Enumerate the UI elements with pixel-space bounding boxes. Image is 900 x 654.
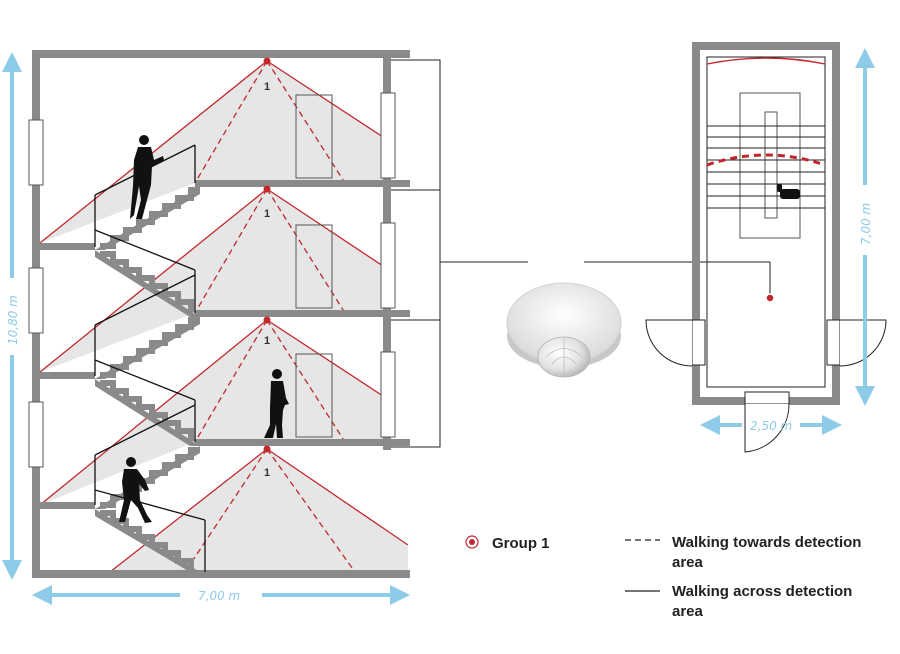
sensor-dot: [263, 185, 271, 193]
sensor-group-label: 1: [264, 81, 270, 93]
person-silhouettes: [119, 135, 289, 523]
section-view: 1 1 1 1 10,80 m 7,00 m: [2, 50, 528, 605]
sensor-group-label: 1: [264, 467, 270, 479]
leader-lines: [391, 59, 528, 448]
plan-sensor-dot: [765, 293, 775, 303]
doors: [295, 94, 333, 438]
left-windows: [28, 119, 44, 468]
width-dimension-label: 7,00 m: [198, 589, 240, 603]
plan-view: 7,00 m 2,50 m: [645, 42, 887, 453]
person-top-view: [777, 184, 800, 199]
sensor-dot: [263, 316, 271, 324]
plan-length-label: 7,00 m: [859, 203, 873, 245]
zone-floor-1: [110, 449, 408, 572]
motion-sensor-device: [506, 261, 771, 378]
zone-floor-4: [40, 61, 383, 243]
legend-solid-text-2: area: [672, 603, 704, 620]
sensor-group-label: 1: [264, 208, 270, 220]
plan-detection-arc-dashed: [706, 153, 826, 167]
right-windows: [380, 92, 396, 438]
legend-dashed-text: Walking towards detection: [672, 534, 861, 551]
legend-solid-text: Walking across detection: [672, 583, 852, 600]
person-climbing-bottom: [119, 457, 152, 523]
plan-width-label: 2,50 m: [750, 419, 792, 433]
height-dimension-label: 10,80 m: [6, 295, 20, 345]
person-climbing-top: [130, 135, 164, 219]
plan-detection-arc-solid: [706, 57, 826, 65]
sensor-dot: [263, 57, 271, 65]
sensor-group-label: 1: [264, 335, 270, 347]
legend: Group 1 Walking towards detection area W…: [465, 534, 861, 620]
legend-group-label: Group 1: [492, 535, 550, 552]
zone-floor-3: [40, 189, 383, 372]
section-sensors: 1 1 1 1: [263, 57, 271, 479]
person-standing-middle: [264, 369, 289, 438]
sensor-dot: [263, 445, 271, 453]
legend-dashed-text-2: area: [672, 554, 704, 571]
